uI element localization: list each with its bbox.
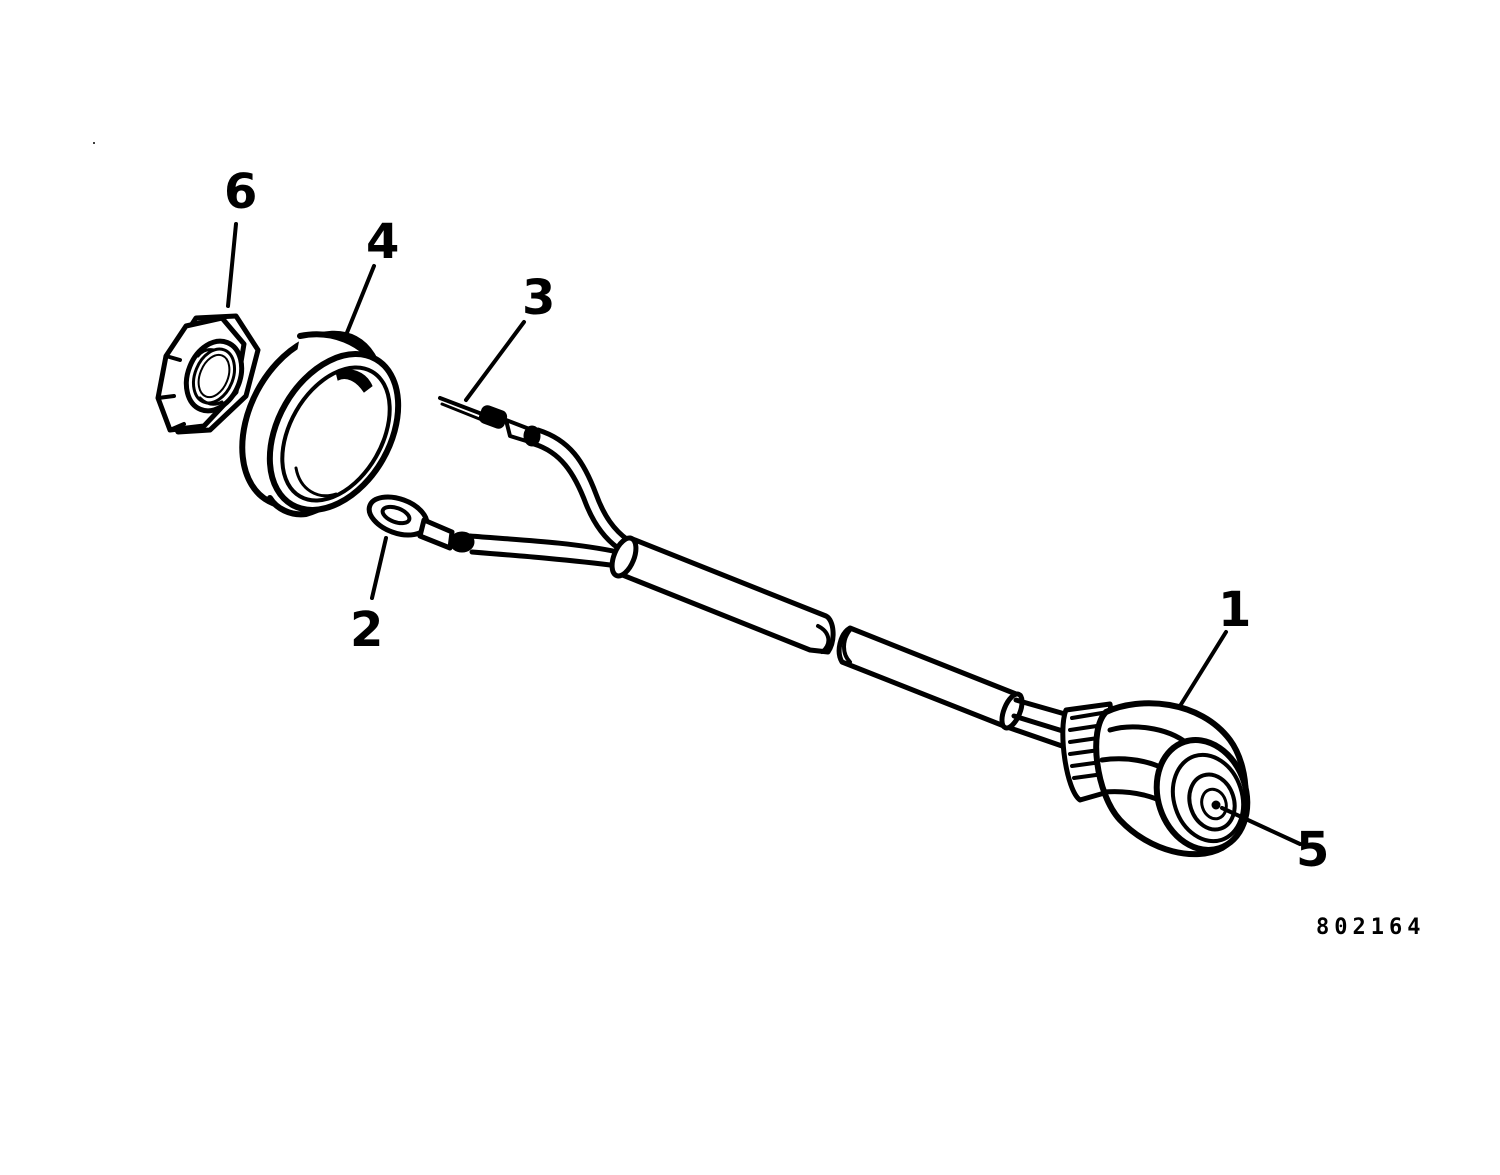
leader-line-5 bbox=[1220, 806, 1302, 846]
leader-line-2 bbox=[370, 536, 388, 600]
cable-sheath-lower bbox=[836, 625, 1075, 749]
callout-5: 5 bbox=[1296, 822, 1329, 878]
sensor-body bbox=[1060, 700, 1251, 858]
cable-sheath-upper bbox=[609, 535, 836, 655]
callout-4: 4 bbox=[366, 214, 399, 270]
leader-line-4 bbox=[342, 264, 376, 342]
callout-6: 6 bbox=[224, 164, 257, 220]
callout-3: 3 bbox=[522, 270, 555, 326]
callout-2: 2 bbox=[350, 602, 383, 658]
figure-number: 802164 bbox=[1316, 915, 1425, 940]
hex-nut bbox=[155, 313, 261, 435]
leader-line-1 bbox=[1178, 630, 1228, 708]
leader-lines bbox=[226, 222, 1302, 846]
pin-terminal-lead bbox=[438, 396, 631, 551]
leader-line-3 bbox=[464, 320, 526, 402]
bushing-ring bbox=[239, 330, 402, 518]
leader-line-6 bbox=[226, 222, 238, 308]
stray-dot bbox=[93, 142, 95, 144]
callout-1: 1 bbox=[1218, 582, 1251, 638]
ring-terminal-lead bbox=[366, 494, 621, 569]
